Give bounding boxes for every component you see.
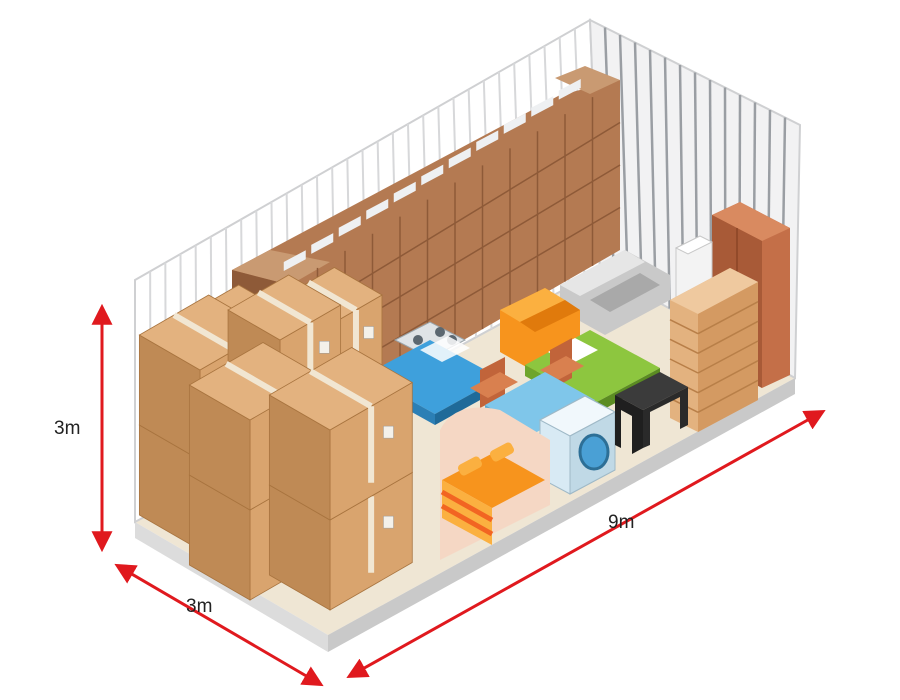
carton-label: [448, 147, 471, 169]
carton-seam: [697, 320, 759, 354]
carton-tape: [306, 279, 358, 313]
carton-label: [311, 233, 334, 254]
carton-label: [366, 198, 389, 220]
carton-tape: [309, 368, 373, 409]
length-label: 9m: [608, 512, 635, 533]
carton-seam: [697, 301, 759, 335]
carton-label: [383, 515, 394, 529]
carton-label: [383, 425, 394, 439]
carton-label: [531, 96, 554, 117]
length-arrow-icon: [346, 409, 826, 679]
width-label: 3m: [186, 596, 213, 617]
carton-seam: [669, 338, 699, 355]
carton-label: [283, 250, 306, 271]
wall-rib: [633, 42, 644, 294]
wall-rib: [648, 49, 657, 301]
width-arrow-icon: [114, 563, 324, 687]
carton-seam: [697, 340, 759, 374]
carton-label: [338, 216, 361, 237]
carton-seam: [669, 358, 699, 374]
carton-label: [558, 78, 581, 100]
carton-label: [476, 130, 499, 152]
carton-label: [393, 181, 416, 203]
carton-seam: [697, 379, 759, 413]
wooden-chair-right: [540, 338, 584, 390]
carton-label: [421, 164, 444, 186]
carton-tape: [256, 289, 312, 326]
grey-sofa: [560, 250, 670, 335]
height-label: 3m: [54, 418, 81, 439]
right-stack-lines: [669, 301, 759, 414]
wooden-chair-left: [470, 357, 518, 408]
carton-label: [363, 326, 375, 339]
carton-label: [503, 113, 526, 134]
wall-rib: [663, 57, 671, 309]
carton-label: [319, 341, 330, 354]
right-carton-stack: [669, 268, 759, 432]
carton-tape: [172, 312, 237, 353]
wall-rib: [618, 34, 630, 286]
carton-seam: [669, 318, 699, 335]
carton-seam: [697, 360, 759, 394]
